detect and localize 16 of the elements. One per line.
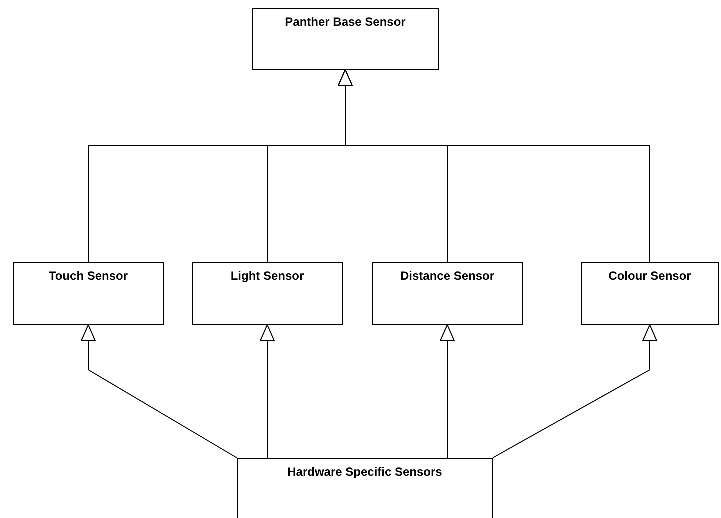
class-box: [372, 262, 523, 325]
inheritance-arrow: [338, 70, 650, 262]
inheritance-arrow: [260, 324, 275, 458]
class-box: [13, 262, 164, 325]
class-name: Distance Sensor: [399, 269, 496, 283]
class-name: Light Sensor: [230, 269, 306, 283]
class-box: [192, 262, 343, 325]
inheritance-arrow: [81, 324, 238, 458]
class-name: Hardware Specific Sensors: [286, 465, 444, 479]
class-box: [581, 262, 719, 325]
class-name: Touch Sensor: [48, 269, 130, 283]
inheritance-arrow: [492, 324, 658, 458]
class-name: Colour Sensor: [608, 269, 692, 283]
inheritance-arrow: [440, 324, 455, 458]
class-box: [252, 8, 439, 70]
class-name: Panther Base Sensor: [284, 15, 407, 29]
